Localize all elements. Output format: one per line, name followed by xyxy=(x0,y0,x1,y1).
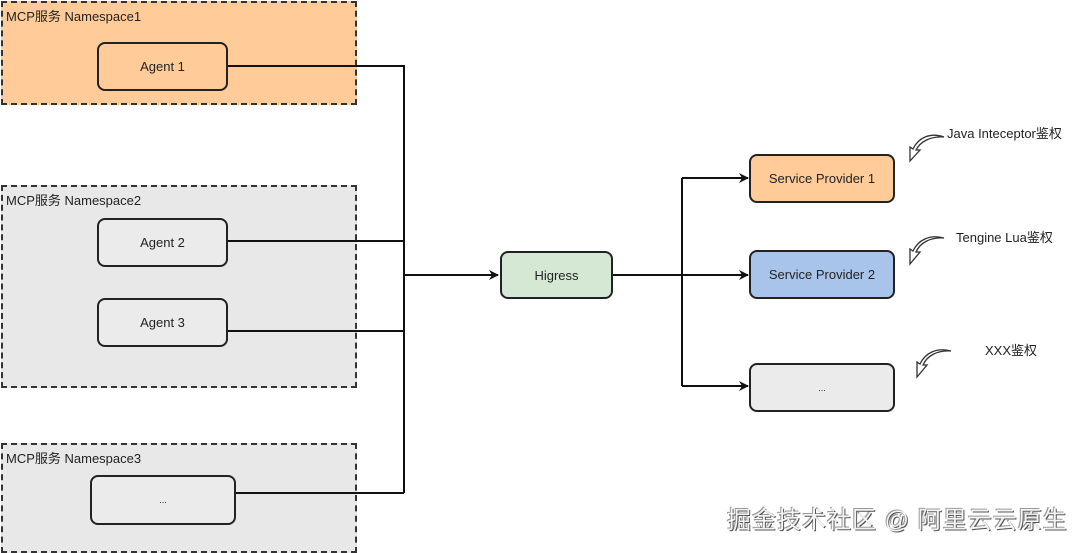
agent-more-node[interactable]: ... xyxy=(90,475,236,525)
higress-node[interactable]: Higress xyxy=(500,251,613,299)
service-provider-1-node[interactable]: Service Provider 1 xyxy=(749,154,895,203)
auth-callout-xxx: XXX鉴权 xyxy=(985,343,1038,358)
agent-1-node[interactable]: Agent 1 xyxy=(97,42,228,91)
curved-arrow-icon xyxy=(909,236,945,266)
service-provider-more-node[interactable]: ... xyxy=(749,363,895,412)
auth-callout-java: Java Inteceptor鉴权 xyxy=(947,126,1062,141)
namespace-3-label: MCP服务 Namespace3 xyxy=(6,451,142,466)
agent-1-label: Agent 1 xyxy=(140,59,185,74)
wire-agent1 xyxy=(228,65,405,493)
service-provider-more-label: ... xyxy=(818,382,826,393)
service-provider-2-node[interactable]: Service Provider 2 xyxy=(749,250,895,299)
agent-2-label: Agent 2 xyxy=(140,235,185,250)
service-provider-1-label: Service Provider 1 xyxy=(768,171,876,186)
agent-2-node[interactable]: Agent 2 xyxy=(97,218,228,267)
namespace-2: MCP服务 Namespace2 xyxy=(1,185,357,388)
watermark: 掘金技术社区 @ 阿里云云原生 xyxy=(727,507,1068,534)
curved-arrow-icon xyxy=(916,349,952,379)
namespace-1-label: MCP服务 Namespace1 xyxy=(6,9,142,24)
agent-3-node[interactable]: Agent 3 xyxy=(97,298,228,347)
agent-3-label: Agent 3 xyxy=(140,315,185,330)
curved-arrow-icon xyxy=(909,134,945,163)
service-provider-2-label: Service Provider 2 xyxy=(768,267,876,282)
agent-more-label: ... xyxy=(159,495,167,505)
auth-callout-tengine: Tengine Lua鉴权 xyxy=(956,230,1053,245)
higress-label: Higress xyxy=(534,267,579,283)
namespace-2-label: MCP服务 Namespace2 xyxy=(6,193,142,208)
